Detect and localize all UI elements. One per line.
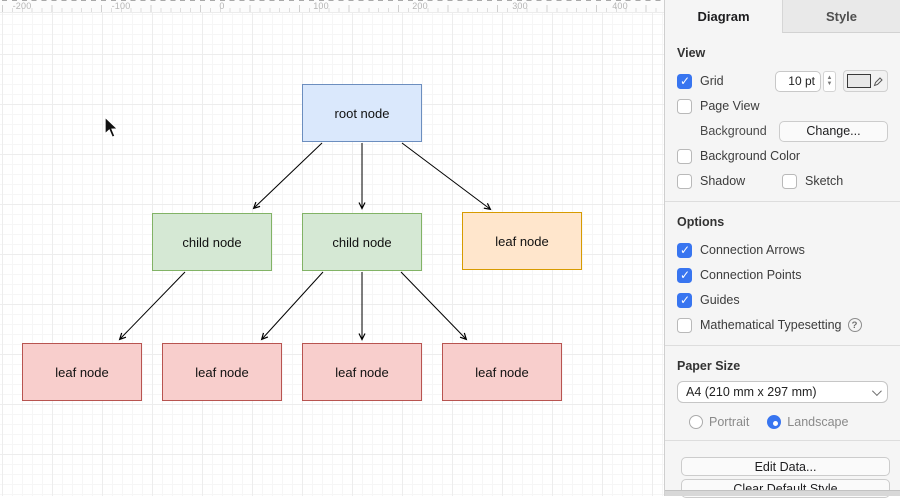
grid-size-controls: 10 pt ▲▼ bbox=[775, 70, 888, 92]
tab-diagram[interactable]: Diagram bbox=[665, 0, 782, 33]
page-view-checkbox[interactable] bbox=[677, 98, 692, 114]
node-leaf-1[interactable]: leaf node bbox=[22, 343, 142, 401]
stepper-up-icon[interactable]: ▲ bbox=[826, 75, 833, 81]
orientation-row: Portrait Landscape bbox=[689, 412, 888, 432]
connection-arrows-row: Connection Arrows bbox=[677, 238, 888, 262]
math-typesetting-row: Mathematical Typesetting ? bbox=[677, 313, 888, 337]
diagram-canvas[interactable]: -200 -100 0 100 200 300 400 root node bbox=[0, 0, 665, 496]
node-leaf-3[interactable]: leaf node bbox=[302, 343, 422, 401]
section-divider bbox=[665, 440, 900, 441]
edge-root-childleft[interactable] bbox=[252, 142, 323, 210]
node-child-left[interactable]: child node bbox=[152, 213, 272, 271]
portrait-radio[interactable] bbox=[689, 415, 703, 429]
grid-size-input[interactable]: 10 pt bbox=[775, 70, 821, 92]
connection-points-label: Connection Points bbox=[700, 268, 802, 282]
ruler-label: 400 bbox=[612, 1, 628, 11]
background-color-label: Background Color bbox=[700, 149, 801, 163]
help-icon[interactable]: ? bbox=[847, 318, 862, 332]
ruler-label: -100 bbox=[111, 1, 131, 11]
ruler-label: 100 bbox=[313, 1, 329, 11]
mouse-cursor-icon bbox=[104, 116, 120, 139]
grid-color-button[interactable] bbox=[843, 70, 888, 92]
landscape-radio[interactable] bbox=[767, 415, 782, 429]
section-divider bbox=[665, 345, 900, 346]
ruler-label: -200 bbox=[12, 1, 32, 11]
grid-size-stepper[interactable]: ▲▼ bbox=[823, 70, 836, 92]
grid-label: Grid bbox=[700, 74, 724, 88]
node-leaf-4[interactable]: leaf node bbox=[442, 343, 562, 401]
eyedropper-icon bbox=[873, 76, 883, 86]
portrait-label: Portrait bbox=[709, 415, 750, 429]
page-view-row: Page View bbox=[677, 94, 888, 118]
edge-root-leaforange[interactable] bbox=[401, 142, 492, 211]
format-panel: Diagram Style View Grid 10 pt ▲▼ Page Vi… bbox=[665, 0, 900, 498]
landscape-label: Landscape bbox=[787, 415, 849, 429]
ruler-label: 300 bbox=[512, 1, 528, 11]
ruler-label: 200 bbox=[412, 1, 428, 11]
edge-childleft-leaf1[interactable] bbox=[118, 271, 186, 341]
node-leaf-orange[interactable]: leaf node bbox=[462, 212, 582, 270]
ruler-label: 0 bbox=[219, 1, 225, 11]
stepper-down-icon[interactable]: ▼ bbox=[826, 81, 833, 87]
background-row: Background Change... bbox=[677, 119, 888, 143]
edge-childcenter-leaf4[interactable] bbox=[400, 271, 468, 341]
connection-arrows-label: Connection Arrows bbox=[700, 243, 805, 257]
section-divider bbox=[665, 201, 900, 202]
options-section-header: Options bbox=[677, 215, 725, 229]
shadow-label: Shadow bbox=[700, 174, 746, 188]
grid-row: Grid 10 pt ▲▼ bbox=[677, 69, 888, 93]
shadow-checkbox[interactable] bbox=[677, 173, 692, 189]
background-change-button[interactable]: Change... bbox=[779, 120, 888, 142]
sketch-label: Sketch bbox=[805, 174, 844, 188]
shadow-sketch-row: Shadow Sketch bbox=[677, 169, 888, 193]
background-label: Background bbox=[700, 124, 767, 138]
connection-points-checkbox[interactable] bbox=[677, 267, 692, 283]
guides-label: Guides bbox=[700, 293, 740, 307]
page-view-label: Page View bbox=[700, 99, 760, 113]
grid-checkbox[interactable] bbox=[677, 73, 692, 89]
node-child-center[interactable]: child node bbox=[302, 213, 422, 271]
paper-size-value: A4 (210 mm x 297 mm) bbox=[686, 385, 817, 399]
chevron-down-icon bbox=[871, 385, 882, 396]
guides-checkbox[interactable] bbox=[677, 292, 692, 308]
view-section-header: View bbox=[677, 46, 706, 60]
node-root[interactable]: root node bbox=[302, 84, 422, 142]
connection-points-row: Connection Points bbox=[677, 263, 888, 287]
node-leaf-2[interactable]: leaf node bbox=[162, 343, 282, 401]
background-color-checkbox[interactable] bbox=[677, 148, 692, 164]
tab-style[interactable]: Style bbox=[782, 0, 900, 33]
background-color-row: Background Color bbox=[677, 144, 888, 168]
grid-color-swatch bbox=[847, 74, 871, 88]
horizontal-ruler: -200 -100 0 100 200 300 400 bbox=[0, 0, 664, 13]
guides-row: Guides bbox=[677, 288, 888, 312]
diagram-edges bbox=[118, 142, 492, 341]
paper-size-header: Paper Size bbox=[677, 359, 741, 373]
edit-data-button[interactable]: Edit Data... bbox=[681, 457, 890, 476]
panel-bottom-strip bbox=[665, 490, 900, 496]
connection-arrows-checkbox[interactable] bbox=[677, 242, 692, 258]
edge-childcenter-leaf2[interactable] bbox=[260, 271, 324, 341]
sketch-checkbox[interactable] bbox=[782, 173, 797, 189]
format-tabbar: Diagram Style bbox=[665, 0, 900, 33]
paper-size-select[interactable]: A4 (210 mm x 297 mm) bbox=[677, 381, 888, 403]
math-typesetting-checkbox[interactable] bbox=[677, 317, 692, 333]
math-typesetting-label: Mathematical Typesetting bbox=[700, 318, 842, 332]
